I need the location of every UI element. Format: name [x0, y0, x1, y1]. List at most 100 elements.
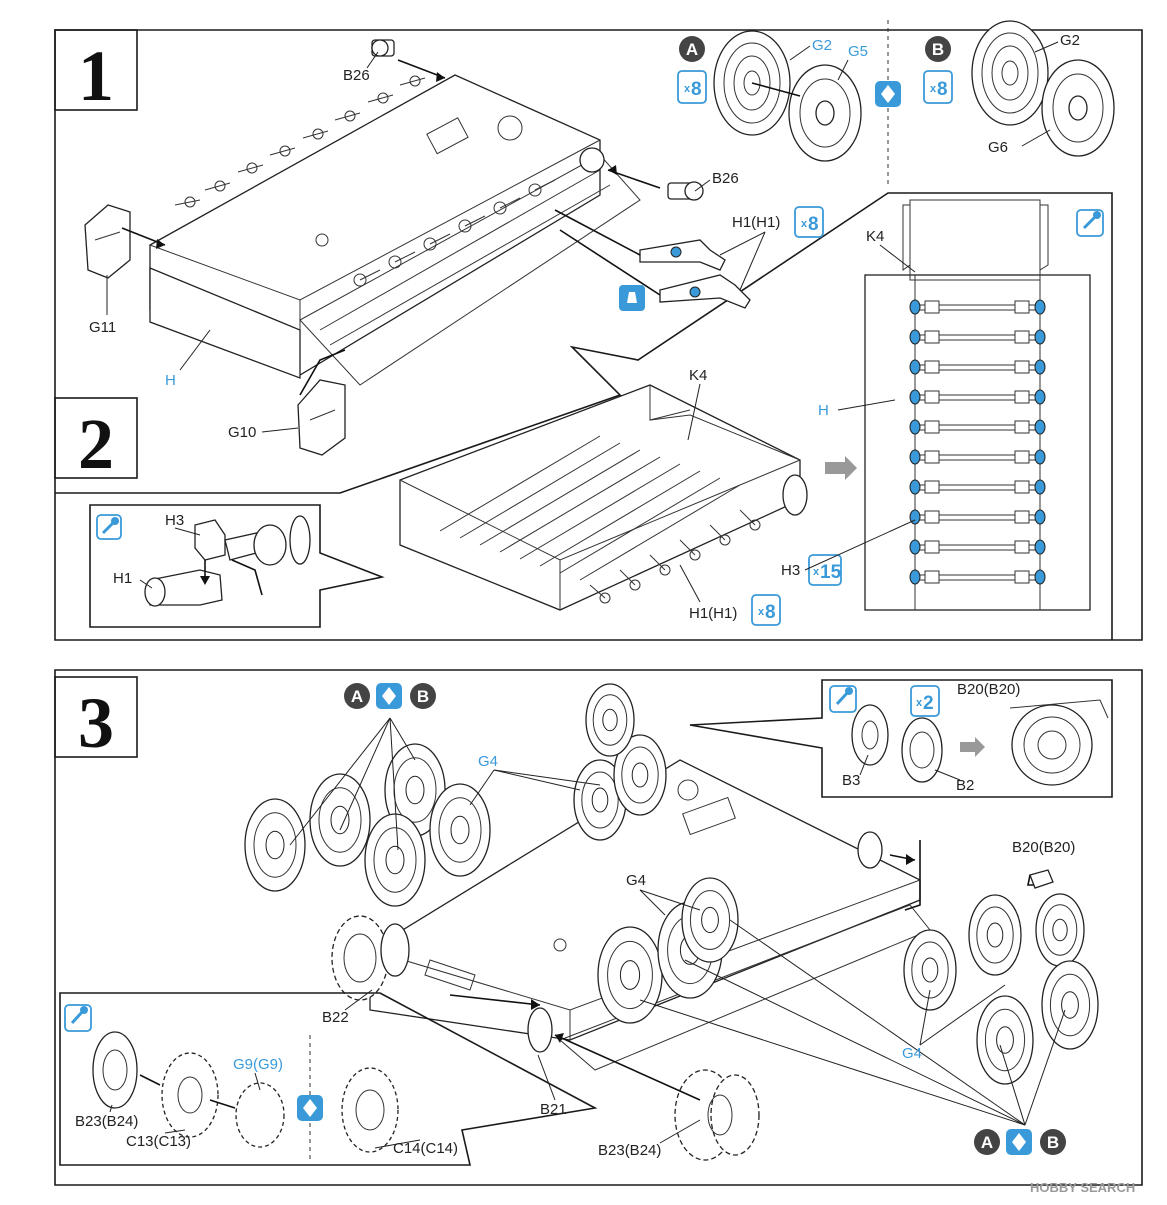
- g10-part: [297, 379, 346, 456]
- b26-right-part: [667, 181, 704, 201]
- swap-icon-3b: [297, 1095, 323, 1121]
- variant-a-badge-1: A: [679, 36, 705, 62]
- label-g10: G10: [228, 424, 256, 441]
- h1-arms: [639, 239, 751, 309]
- variant-ab-bottom: A B: [974, 1129, 1066, 1155]
- label-k4-left: K4: [689, 367, 707, 384]
- label-h1-detail: H1: [113, 570, 132, 587]
- sprocket-b22: [331, 915, 410, 1001]
- no-glue-icon: [619, 285, 645, 311]
- torsion-bar-row: [909, 419, 1046, 435]
- label-h3-right: H3: [781, 562, 800, 579]
- label-g11: G11: [89, 319, 116, 336]
- wheel-g5: [788, 64, 862, 162]
- road-wheel: [1035, 893, 1085, 967]
- svg-text:x: x: [758, 606, 765, 618]
- svg-text:x: x: [916, 697, 923, 709]
- road-wheel: [903, 929, 957, 1011]
- road-wheel: [597, 926, 663, 1024]
- torsion-bar-row: [909, 479, 1046, 495]
- torsion-bar-row: [909, 569, 1046, 585]
- road-wheel: [681, 877, 739, 963]
- step2-hull: [399, 384, 808, 611]
- torsion-bar-row: [909, 539, 1046, 555]
- label-h-mid: H: [818, 402, 829, 419]
- torsion-bar-row: [909, 299, 1046, 315]
- label-b20-right: B20(B20): [1012, 839, 1075, 856]
- label-g4-mid: G4: [626, 872, 646, 889]
- swap-icon-1: [875, 81, 901, 107]
- glue-icon-3: [829, 685, 857, 713]
- svg-text:A: A: [351, 687, 363, 706]
- label-g5: G5: [848, 43, 868, 60]
- step2-topdown: [864, 199, 1091, 611]
- step-2-box: 2: [54, 397, 138, 484]
- road-wheel: [1041, 960, 1099, 1050]
- glue-icon-1: [1076, 209, 1104, 237]
- label-b2: B2: [956, 777, 974, 794]
- svg-text:B: B: [932, 40, 944, 59]
- qty-badge-a: x 8: [677, 70, 707, 104]
- step3-frame: [54, 669, 1143, 1186]
- qty-badge-b: x 8: [923, 70, 953, 104]
- label-h1: H1(H1): [732, 214, 780, 231]
- qty-badge-b3: x 2: [910, 685, 940, 717]
- torsion-bar-row: [909, 449, 1046, 465]
- glue-icon-4: [64, 1004, 92, 1032]
- step-3-number: 3: [78, 683, 114, 763]
- b26-top-part: [371, 39, 395, 57]
- label-g4-bottom: G4: [902, 1045, 922, 1062]
- road-wheel: [585, 683, 635, 757]
- step-1-number: 1: [78, 36, 114, 116]
- step-1-box: 1: [54, 29, 138, 116]
- label-h1-mid: H1(H1): [689, 605, 737, 622]
- road-wheel: [573, 759, 627, 841]
- sprocket-detail-box: [59, 992, 598, 1166]
- step1-hull: [149, 74, 641, 386]
- label-c13: C13(C13): [126, 1133, 191, 1150]
- step-2-number: 2: [78, 404, 114, 484]
- step2-detail-box: [89, 504, 385, 628]
- qty-badge-h1-step2: x 8: [751, 594, 781, 626]
- label-g9: G9(G9): [233, 1056, 283, 1073]
- variant-b-badge-1: B: [925, 36, 951, 62]
- road-wheel: [309, 773, 371, 867]
- step-3-box: 3: [54, 676, 138, 763]
- road-wheel: [968, 894, 1022, 976]
- step1-arrows: [121, 59, 661, 396]
- torsion-bar-row: [909, 359, 1046, 375]
- torsion-bar-row: [909, 509, 1046, 525]
- g11-part: [84, 204, 131, 279]
- label-g2-a: G2: [812, 37, 832, 54]
- road-wheel: [429, 783, 491, 877]
- label-c14: C14(C14): [393, 1140, 458, 1157]
- road-wheel: [244, 798, 306, 892]
- ab-leaders: [289, 717, 1066, 1126]
- torsion-rows: [909, 299, 1046, 585]
- watermark-text: HOBBY SEARCH: [1030, 1180, 1135, 1195]
- svg-text:B: B: [417, 687, 429, 706]
- label-b26-top: B26: [343, 67, 370, 84]
- label-g6: G6: [988, 139, 1008, 156]
- svg-text:2: 2: [923, 693, 934, 714]
- label-g2-b: G2: [1060, 32, 1080, 49]
- sprocket-bottom: [674, 1069, 760, 1161]
- svg-text:x: x: [813, 566, 820, 578]
- svg-text:15: 15: [820, 562, 842, 583]
- label-b22: B22: [322, 1009, 349, 1026]
- wheel-g2-b: [971, 20, 1049, 126]
- label-k4-right: K4: [866, 228, 884, 245]
- svg-text:x: x: [684, 83, 691, 95]
- road-wheel: [613, 734, 667, 816]
- torsion-bar-row: [909, 329, 1046, 345]
- step3-hull: [369, 759, 931, 1071]
- torsion-bar-row: [909, 389, 1046, 405]
- qty-badge-h3: x 15: [808, 554, 842, 586]
- step3-arrows: [449, 840, 1040, 1101]
- road-wheel: [976, 995, 1034, 1085]
- b20-right-part: [1029, 869, 1054, 889]
- b20-detail-box: [689, 679, 1113, 798]
- svg-text:8: 8: [765, 602, 776, 623]
- svg-text:A: A: [981, 1133, 993, 1152]
